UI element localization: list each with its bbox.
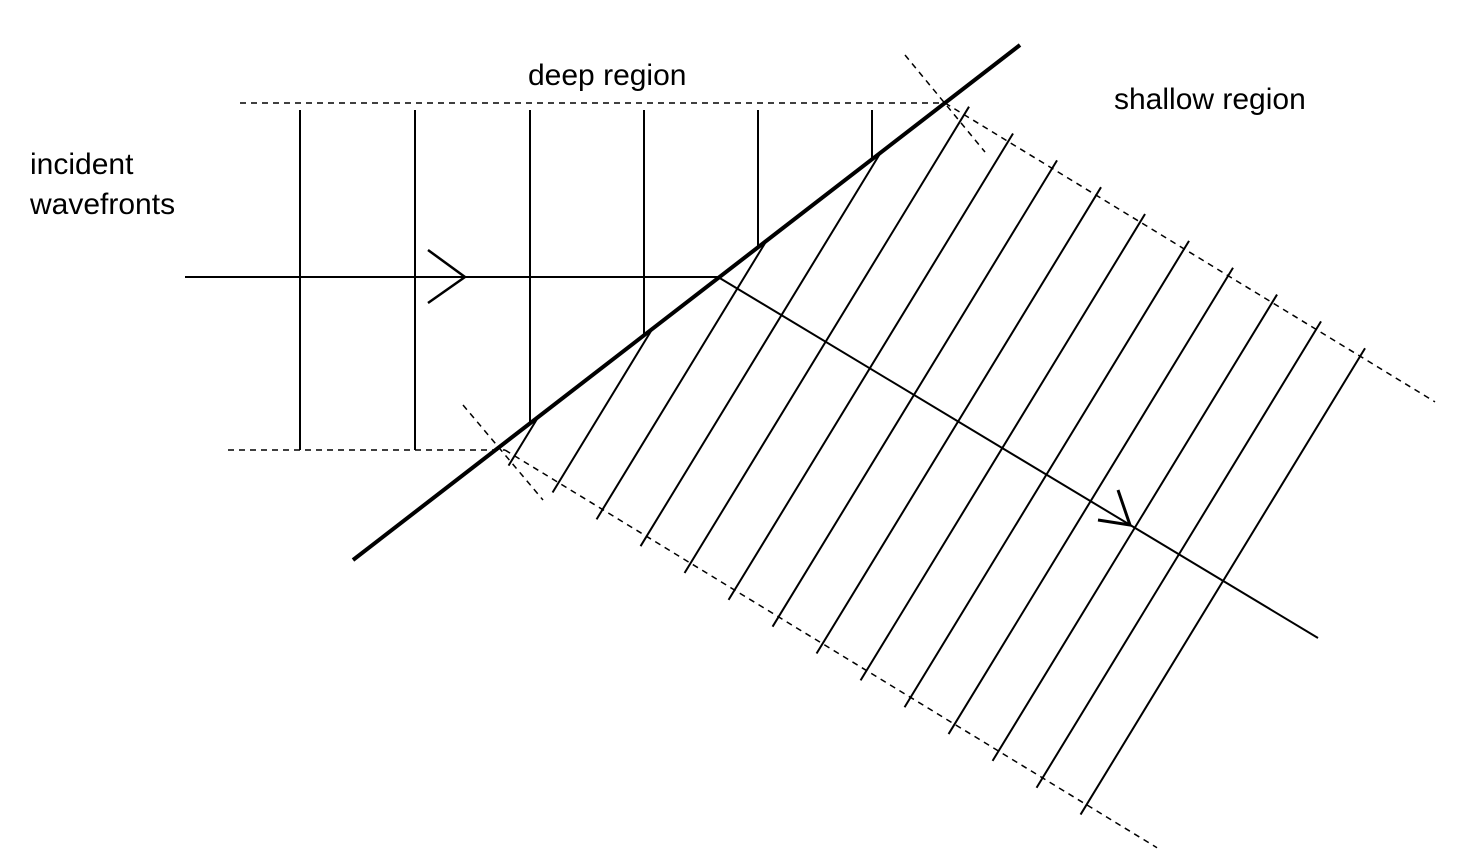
refracted-wavefront xyxy=(859,213,1146,681)
refracted-wavefront xyxy=(815,186,1102,655)
shallow-region-label: shallow region xyxy=(1114,83,1306,116)
corner-construction-dash-top xyxy=(904,54,986,153)
refracted-wavefront xyxy=(551,328,654,494)
refracted-wavefront xyxy=(1035,320,1322,789)
refracted-wavefront xyxy=(947,267,1234,735)
boundary-line xyxy=(351,43,1022,562)
refracted-wavefront xyxy=(507,416,540,467)
refracted-wavefront xyxy=(991,294,1278,762)
incident-ray-arrowhead-icon xyxy=(427,248,468,305)
refracted-wavefront xyxy=(595,240,768,520)
refracted-wavefront xyxy=(727,132,1014,601)
refracted-ray xyxy=(717,276,1319,639)
refracted-wavefront xyxy=(771,159,1058,628)
refracted-wavefront xyxy=(639,152,882,547)
refracted-wavefront xyxy=(683,106,970,574)
refracted-ray-arrowhead-icon xyxy=(1097,489,1133,527)
deep-region-label: deep region xyxy=(528,59,687,92)
refracted-wavefront xyxy=(903,240,1190,708)
corner-construction-dash-bottom xyxy=(462,404,544,501)
wavefronts-label: wavefronts xyxy=(30,188,176,221)
incident-label: incident xyxy=(30,148,134,181)
refracted-wavefront xyxy=(1079,347,1366,816)
shallow-top-dashed-edge xyxy=(944,102,1436,403)
